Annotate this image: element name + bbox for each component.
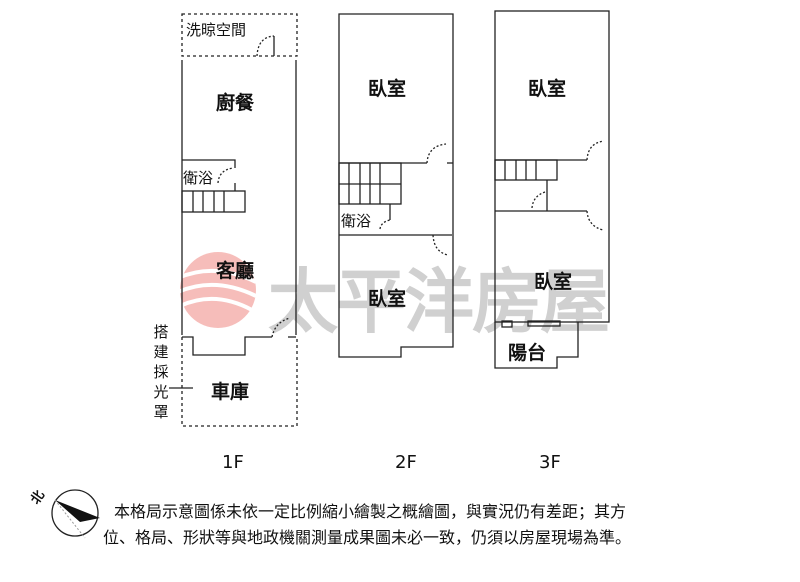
room-bedroom-3f-rear: 臥室: [534, 271, 573, 293]
floor-2f-plan: [338, 13, 454, 358]
skylight-annotation: 搭建採光罩: [153, 323, 169, 421]
room-bathroom-1f: 衛浴: [183, 169, 214, 187]
floor-label-1f: 1F: [222, 452, 244, 473]
room-bedroom-2f-rear: 臥室: [368, 288, 407, 310]
room-balcony: 陽台: [508, 342, 547, 364]
watermark-text: 太平洋房屋: [268, 260, 610, 343]
disclaimer-line-2: 位、格局、形狀等與地政機關測量成果圖未必一致，仍須以房屋現場為準。: [103, 528, 632, 547]
room-laundry-space: 洗晾空間: [186, 21, 247, 39]
room-bedroom-3f-front: 臥室: [528, 78, 567, 100]
north-compass-icon: [51, 489, 100, 539]
floor-label-3f: 3F: [539, 452, 561, 473]
floor-label-2f: 2F: [395, 452, 417, 473]
room-bedroom-2f-front: 臥室: [368, 78, 407, 100]
floor-3f-plan: [494, 10, 610, 369]
room-garage: 車庫: [211, 381, 250, 403]
room-living: 客廳: [216, 260, 255, 282]
room-kitchen-dining: 廚餐: [216, 92, 255, 114]
floor-1f-plan: [169, 13, 298, 427]
disclaimer-line-1: 本格局示意圖係未依一定比例縮小繪製之概繪圖，與實況仍有差距；其方: [114, 502, 627, 521]
room-bathroom-2f: 衛浴: [341, 212, 372, 230]
watermark-logo: [177, 252, 257, 328]
